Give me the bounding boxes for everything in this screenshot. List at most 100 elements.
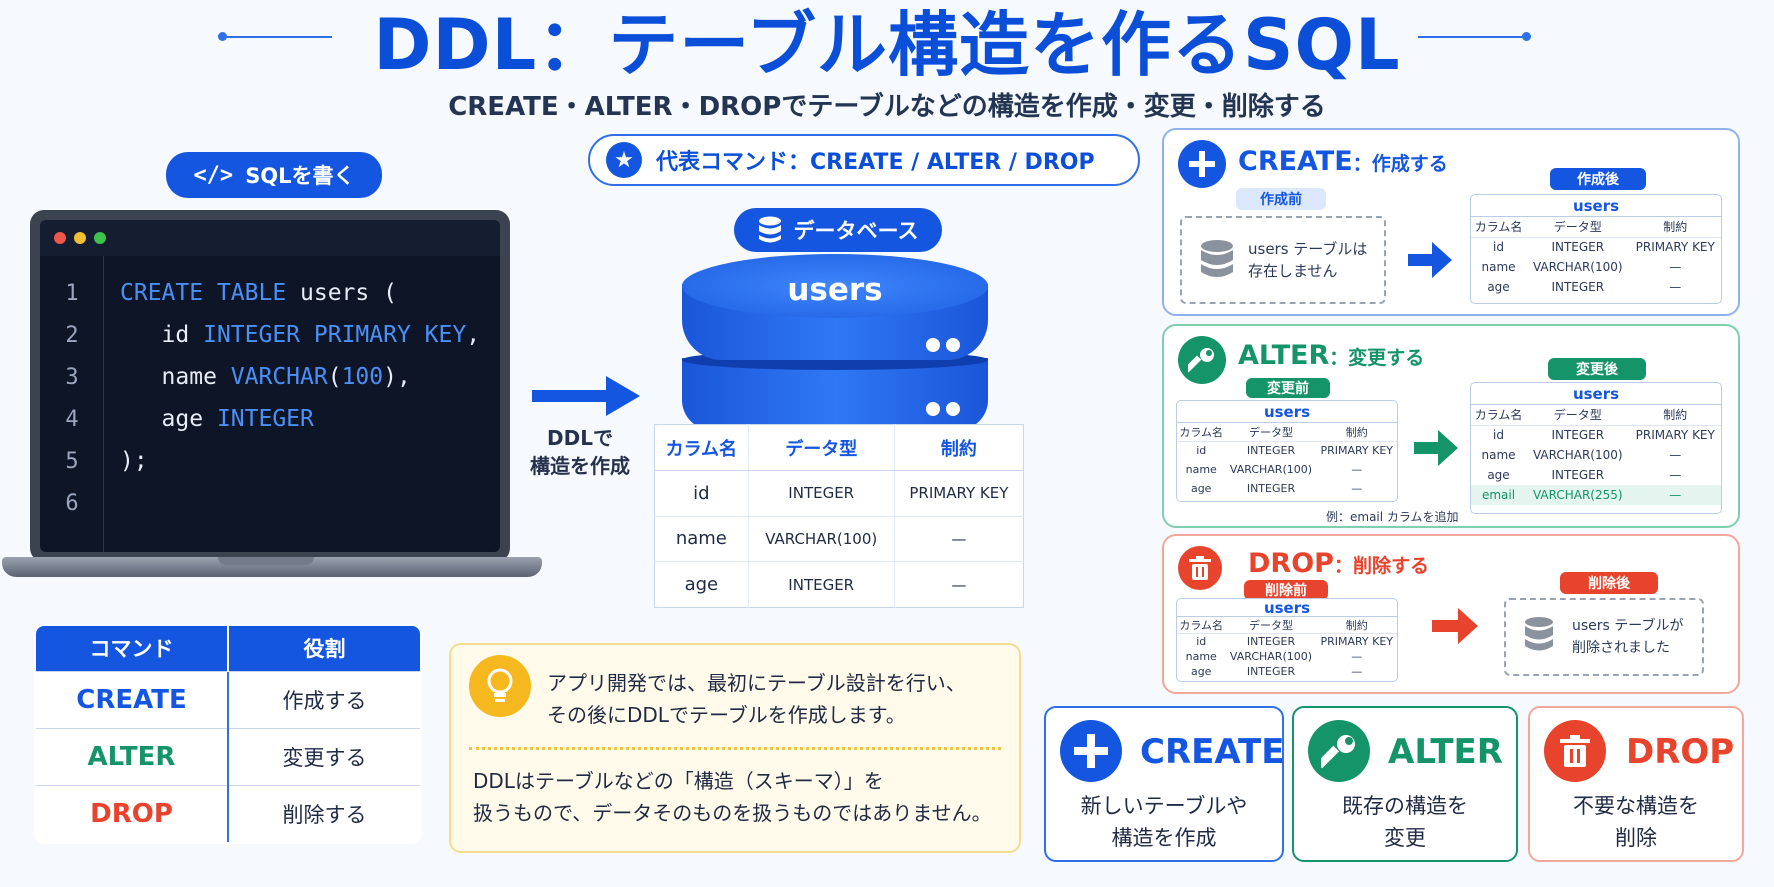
table-header: データ型	[1526, 217, 1630, 238]
dropped-state-text: users テーブルが 削除されました	[1572, 615, 1683, 659]
table-row: age INTEGER —	[1177, 664, 1397, 679]
code-text: name VARCHAR(100),	[120, 364, 411, 390]
table-cell: id	[1493, 428, 1504, 443]
db-disk-top	[682, 254, 988, 318]
table-row: id INTEGER PRIMARY KEY	[1471, 237, 1721, 257]
arrow-right-icon	[1414, 430, 1458, 466]
panel-subtitle: ：作成する	[1352, 153, 1448, 175]
table-header: データ型	[1225, 617, 1317, 634]
table-header: カラム名	[1177, 423, 1226, 442]
info-line: 扱うもので、データそのものを扱うものではありません。	[473, 801, 992, 825]
database-cylinder: users	[682, 254, 988, 430]
before-tag: 削除前	[1244, 580, 1328, 600]
table-row: name VARCHAR(100) —	[1471, 257, 1721, 277]
dotted-divider	[469, 747, 1001, 750]
table-cell: —	[894, 516, 1024, 563]
table-header: 制約	[894, 424, 1024, 471]
ddl-label-line2: 構造を作成	[530, 454, 630, 478]
dropped-text-line: users テーブルが	[1572, 618, 1684, 634]
table-cell: INTEGER	[748, 561, 895, 608]
users-table: カラム名 データ型 制約 id INTEGER PRIMARY KEY name…	[654, 424, 1024, 608]
table-cell: INTEGER	[1246, 664, 1296, 678]
table-cell: id	[1196, 444, 1207, 458]
mini-users-table: users カラム名 データ型 制約 id INTEGER PRIMARY KE…	[1470, 194, 1722, 304]
database-icon	[758, 216, 781, 243]
table-cell: age	[654, 561, 749, 608]
create-panel: CREATE：作成する 作成前 users テーブルは 存在しません 作成後 u…	[1162, 128, 1740, 316]
table-header: カラム名	[1177, 617, 1226, 634]
info-text-top: アプリ開発では、最初にテーブル設計を行い、 その後にDDLでテーブルを作成します…	[547, 667, 966, 731]
panel-title: DROP	[1248, 548, 1334, 579]
command-name: CREATE	[36, 670, 229, 729]
code-text: CREATE TABLE users (	[120, 280, 397, 306]
dropped-text-line: 削除されました	[1572, 640, 1670, 656]
table-cell: age	[1487, 468, 1510, 482]
page-title: DDL：テーブル構造を作るSQL	[373, 4, 1401, 86]
table-cell: PRIMARY KEY	[894, 470, 1024, 517]
table-cell: PRIMARY KEY	[1320, 634, 1394, 648]
arrow-right-icon	[1408, 242, 1452, 278]
table-cell: age	[1190, 664, 1212, 678]
info-box: アプリ開発では、最初にテーブル設計を行い、 その後にDDLでテーブルを作成します…	[449, 643, 1021, 853]
lightbulb-icon	[469, 655, 531, 717]
sql-pill-label: SQLを書く	[245, 164, 355, 188]
table-header: カラム名	[1471, 405, 1527, 426]
table-header: 制約	[1316, 617, 1397, 634]
table-row-added: email VARCHAR(255) —	[1471, 485, 1721, 505]
wrench-icon	[1308, 720, 1370, 782]
table-cell: INTEGER	[1551, 240, 1605, 255]
table-row: age INTEGER —	[1471, 465, 1721, 485]
table-cell: VARCHAR(255)	[1532, 488, 1623, 502]
table-row: ALTER 変更する	[36, 727, 420, 786]
after-tag: 削除後	[1560, 572, 1658, 594]
db-table-name: users	[787, 272, 883, 308]
table-cell: VARCHAR(100)	[1229, 649, 1313, 663]
line-number: 4	[65, 406, 79, 432]
table-header: 制約	[1629, 217, 1721, 238]
table-cell: INTEGER	[1551, 280, 1605, 294]
empty-text-line: users テーブルは	[1248, 240, 1368, 258]
line-number: 2	[65, 322, 79, 348]
table-cell: email	[1481, 488, 1516, 502]
table-row: DROP 削除する	[36, 785, 420, 842]
table-row: name VARCHAR(100) —	[654, 516, 1024, 563]
before-tag: 作成前	[1236, 188, 1326, 210]
mini-users-table-after: users カラム名 データ型 制約 id INTEGER PRIMARY KE…	[1470, 382, 1722, 514]
summary-card-create: CREATE 新しいテーブルや 構造を作成	[1044, 706, 1284, 862]
summary-card-drop: DROP 不要な構造を 削除	[1528, 706, 1744, 862]
table-header: カラム名	[654, 424, 749, 471]
table-header: 制約	[1316, 423, 1397, 442]
table-header-row: カラム名 データ型 制約	[1177, 617, 1397, 634]
panel-title: CREATE	[1238, 146, 1353, 177]
summary-card-title: DROP	[1626, 732, 1735, 772]
table-row: name VARCHAR(100) —	[1471, 445, 1721, 465]
command-name: ALTER	[36, 727, 229, 786]
ddl-arrow-label: DDLで 構造を作成	[520, 424, 640, 480]
database-pill: データベース	[734, 208, 942, 252]
close-dot-icon	[54, 232, 66, 244]
alter-note: 例：email カラムを追加	[1326, 510, 1459, 524]
info-line: その後にDDLでテーブルを作成します。	[547, 703, 906, 727]
summary-card-desc: 既存の構造を 変更	[1294, 790, 1516, 854]
table-header: データ型	[1225, 423, 1317, 442]
command-role: 削除する	[228, 785, 420, 842]
table-cell: —	[1669, 488, 1682, 502]
db-disk-lower	[682, 358, 988, 430]
database-pill-label: データベース	[793, 219, 919, 243]
table-cell: age	[1487, 280, 1510, 294]
table-cell: age	[1190, 482, 1212, 495]
table-header-row: コマンド 役割	[36, 626, 420, 671]
table-cell: name	[654, 516, 749, 563]
mini-table-name: users	[1177, 599, 1397, 617]
db-led	[946, 338, 960, 352]
empty-text-line: 存在しません	[1248, 262, 1338, 280]
table-cell: VARCHAR(100)	[1229, 463, 1313, 476]
laptop-base	[2, 557, 542, 577]
table-cell: name	[1185, 649, 1217, 663]
table-cell: —	[1669, 260, 1682, 274]
summary-card-desc: 新しいテーブルや 構造を作成	[1046, 790, 1282, 854]
code-line-5: 5 );	[40, 440, 147, 482]
line-number: 6	[65, 490, 79, 516]
mini-users-table-before: users カラム名 データ型 制約 id INTEGER PRIMARY KE…	[1176, 400, 1398, 502]
line-number: 3	[65, 364, 79, 390]
